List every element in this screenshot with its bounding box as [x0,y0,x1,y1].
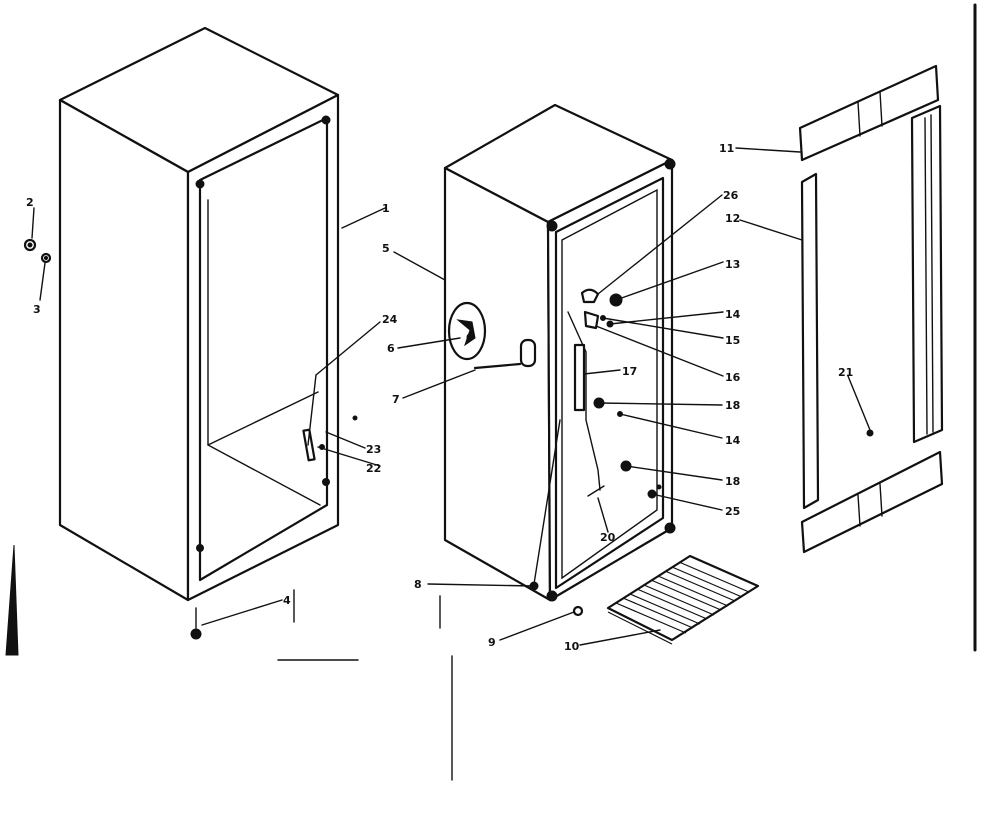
inner-liner [443,103,676,602]
callout-14-lower: 14 [725,434,741,447]
scan-marks [5,3,977,661]
callout-3: 3 [33,303,41,316]
callout-18-upper: 18 [725,399,740,412]
callout-15: 15 [725,334,740,347]
callout-20: 20 [600,531,616,544]
screw-parts [23,207,52,301]
door-trim-parts [798,64,944,554]
callout-11: 11 [719,142,734,155]
callout-16: 16 [725,371,741,384]
callout-9: 9 [488,636,496,649]
callout-18-lower: 18 [725,475,740,488]
callout-17: 17 [622,365,637,378]
callout-6: 6 [387,342,395,355]
bottom-grille [606,554,760,645]
callout-12: 12 [725,212,740,225]
callout-13: 13 [725,258,740,271]
callout-24: 24 [382,313,398,326]
callout-23: 23 [366,443,381,456]
callout-14-upper: 14 [725,308,741,321]
callout-26: 26 [723,189,739,202]
callout-1: 1 [382,202,390,215]
outer-cabinet [58,26,358,602]
callout-7: 7 [392,393,400,406]
callout-10: 10 [564,640,580,653]
callout-21: 21 [838,366,853,379]
callout-8: 8 [414,578,422,591]
callout-22: 22 [366,462,381,475]
liner-feet [439,581,584,781]
leveling-foot [190,599,283,640]
control-parts [580,288,662,499]
callout-25: 25 [725,505,740,518]
callout-5: 5 [382,242,390,255]
callout-labels: 1 2 3 4 5 6 7 8 9 10 11 12 13 14 14 15 1… [26,142,853,653]
callout-4: 4 [283,594,291,607]
leader-lines [307,147,871,646]
callout-2: 2 [26,196,34,209]
